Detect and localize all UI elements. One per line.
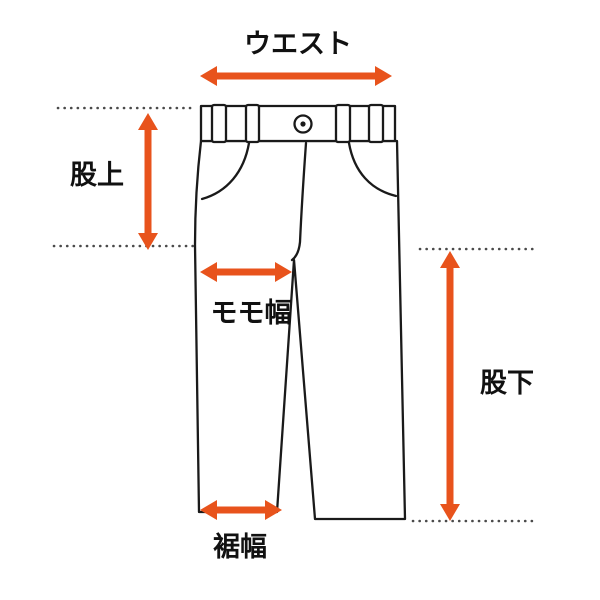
rise-arrow bbox=[138, 113, 158, 250]
belt-loop bbox=[334, 103, 352, 144]
waist-arrow bbox=[200, 66, 392, 86]
pants-outline-drawing bbox=[193, 103, 407, 521]
waist-label: ウエスト bbox=[244, 29, 352, 59]
rise-label: 股上 bbox=[70, 160, 124, 190]
measurement-labels: ウエスト 股上 モモ幅 股下 裾幅 bbox=[70, 29, 534, 562]
guide-lines bbox=[52, 106, 539, 523]
measurement-arrows bbox=[138, 66, 460, 521]
thigh-label: モモ幅 bbox=[211, 298, 292, 328]
pants-body bbox=[193, 139, 407, 521]
thigh-arrow bbox=[200, 262, 292, 282]
hem-label: 裾幅 bbox=[213, 532, 267, 562]
fly-stitch-line bbox=[290, 141, 308, 262]
inseam-arrow bbox=[440, 251, 460, 521]
inseam-label: 股下 bbox=[480, 368, 534, 398]
belt-loop bbox=[244, 103, 261, 144]
belt-loop bbox=[367, 103, 385, 144]
belt-loop bbox=[210, 103, 228, 144]
hem-arrow bbox=[200, 500, 282, 520]
left-front-pocket-line bbox=[200, 141, 251, 201]
right-front-pocket-line bbox=[347, 141, 398, 198]
waist-button-hole bbox=[300, 121, 306, 127]
